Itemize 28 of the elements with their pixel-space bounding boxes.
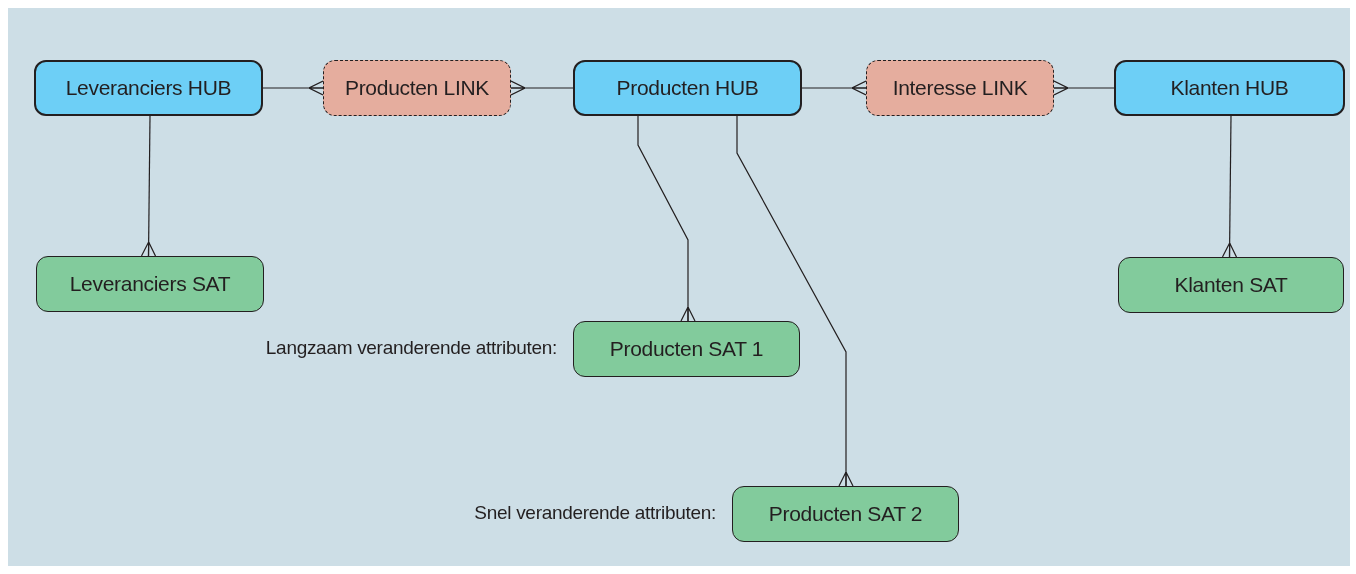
node-label: Klanten HUB [1170,76,1289,100]
link-box [323,60,511,116]
satellite-box [36,256,264,312]
connector-line [262,80,324,96]
hub-box [573,60,802,116]
hub-box [1114,60,1345,116]
link-box [866,60,1054,116]
satellite-box [732,486,959,542]
node-label: Klanten SAT [1174,273,1288,297]
connector-line [1221,115,1238,258]
node-label: Interesse LINK [892,76,1028,100]
connector-line [140,115,157,257]
annotation-text: Langzaam veranderende attributen: [265,337,557,359]
node-label: Producten LINK [344,76,490,100]
satellite-box [1118,257,1344,313]
node-label: Producten SAT 2 [768,502,923,526]
node-label: Producten SAT 1 [609,337,764,361]
node-label: Leveranciers SAT [69,272,231,296]
hub-box [34,60,263,116]
node-label: Leveranciers HUB [65,76,232,100]
connector-line [637,115,696,322]
connector-line [736,115,854,487]
annotation-text: Snel veranderende attributen: [474,502,716,524]
connector-line [801,80,867,96]
satellite-box [573,321,800,377]
connector-line [510,80,574,96]
connector-line [1053,80,1115,96]
node-label: Producten HUB [616,76,759,100]
